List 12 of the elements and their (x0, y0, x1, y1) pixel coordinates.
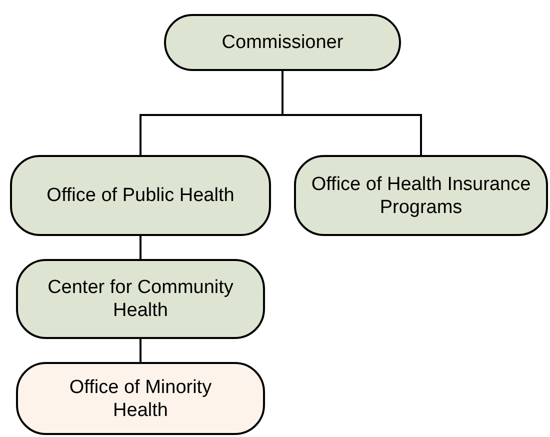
org-unit-box (294, 155, 548, 236)
unit-name: Center for Community Health (46, 276, 234, 322)
connector-line (140, 339, 142, 362)
connector-line (140, 236, 142, 259)
unit-name: Office of Health Insurance Programs (310, 172, 532, 218)
connector-line (282, 71, 422, 155)
org-unit-box (16, 362, 265, 435)
unit-name: Commissioner (220, 31, 344, 54)
org-unit-box (10, 155, 271, 236)
unit-name: Office of Public Health (46, 184, 236, 207)
unit-name: Office of Minority Health (68, 376, 213, 422)
org-unit-box (16, 259, 265, 339)
